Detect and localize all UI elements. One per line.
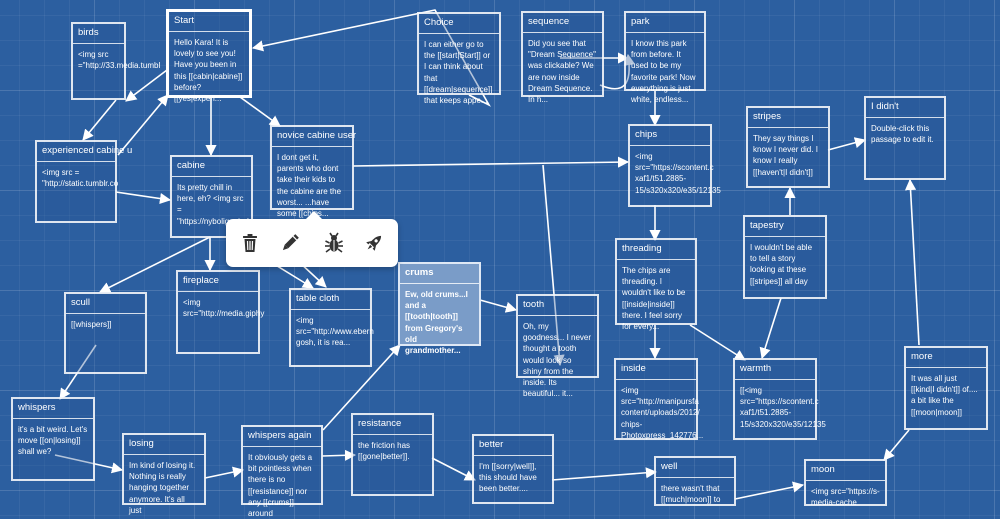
- passage-excerpt: [[<img src="https://scontent.c xaf1/t51.…: [735, 380, 815, 430]
- passage-excerpt: [[whispers]]: [66, 314, 145, 330]
- passage-excerpt: Double-click this passage to edit it.: [866, 118, 944, 145]
- passage-card-sequence[interactable]: sequence Did you see that "Dream Sequenc…: [521, 11, 604, 97]
- passage-excerpt: It was all just [[kind|I didn't]] of....…: [906, 368, 986, 418]
- passage-excerpt: there wasn't that [[much|moon]] to: [656, 478, 734, 505]
- passage-title: warmth: [735, 360, 815, 380]
- passage-title: I didn't: [866, 98, 944, 118]
- passage-title: table cloth: [291, 290, 370, 310]
- passage-excerpt: <img src="http://www.ebern gosh, it is r…: [291, 310, 370, 349]
- passage-title: threading: [617, 240, 695, 260]
- passage-excerpt: <img src ="http://33.media.tumbl: [73, 44, 124, 71]
- passage-excerpt: They say things I know I never did. I kn…: [748, 128, 828, 178]
- passage-title: losing: [124, 435, 204, 455]
- passage-card-inside[interactable]: inside <img src="http://manipursfa conte…: [614, 358, 698, 440]
- passage-card-park[interactable]: park I know this park from before. It us…: [624, 11, 706, 91]
- passage-title: experienced cabine u: [37, 142, 115, 162]
- passage-card-better[interactable]: better I'm [[sorry|well]], this should h…: [472, 434, 554, 504]
- passage-title: more: [906, 348, 986, 368]
- passage-excerpt: the friction has [[gone|better]].: [353, 435, 432, 462]
- passage-card-more[interactable]: more It was all just [[kind|I didn't]] o…: [904, 346, 988, 430]
- passage-excerpt: I wouldn't be able to tell a story looki…: [745, 237, 825, 287]
- passage-title: fireplace: [178, 272, 258, 292]
- passage-card-experienced-cabine-user[interactable]: experienced cabine u <img src = "http://…: [35, 140, 117, 223]
- passage-card-tooth[interactable]: tooth Oh, my goodness... I never thought…: [516, 294, 599, 378]
- passage-excerpt: Oh, my goodness... I never thought a too…: [518, 316, 597, 399]
- passage-excerpt: <img src = "http://static.tumblr.co: [37, 162, 115, 189]
- passage-excerpt: <img src="https://scontent.c xaf1/t51.28…: [630, 146, 710, 196]
- passage-title: well: [656, 458, 734, 478]
- passage-card-choice[interactable]: Choice I can either go to the [[start|St…: [417, 12, 501, 95]
- passage-card-crums[interactable]: crums Ew, old crums...I and a [[tooth|to…: [398, 262, 481, 346]
- passage-title: whispers again: [243, 427, 321, 447]
- passage-title: park: [626, 13, 704, 33]
- passage-card-threading[interactable]: threading The chips are threading. I wou…: [615, 238, 697, 325]
- passage-excerpt: I'm [[sorry|well]], this should have bee…: [474, 456, 552, 495]
- passage-title: moon: [806, 461, 885, 481]
- passage-title: better: [474, 436, 552, 456]
- passage-excerpt: I dont get it, parents who dont take the…: [272, 147, 352, 219]
- passage-title: tapestry: [745, 217, 825, 237]
- passage-card-moon[interactable]: moon <img src="https://s-media-cache: [804, 459, 887, 506]
- passage-card-birds[interactable]: birds <img src ="http://33.media.tumbl: [71, 22, 126, 100]
- passage-excerpt: Hello Kara! It is lovely to see you! Hav…: [169, 32, 249, 104]
- passage-excerpt: I can either go to the [[start|Start]] o…: [419, 34, 499, 106]
- passage-card-tapestry[interactable]: tapestry I wouldn't be able to tell a st…: [743, 215, 827, 299]
- passage-card-stripes[interactable]: stripes They say things I know I never d…: [746, 106, 830, 188]
- passage-card-i-didnt[interactable]: I didn't Double-click this passage to ed…: [864, 96, 946, 180]
- passage-card-resistance[interactable]: resistance the friction has [[gone|bette…: [351, 413, 434, 496]
- passage-excerpt: Ew, old crums...I and a [[tooth|tooth]] …: [400, 284, 479, 356]
- passage-title: cabine: [172, 157, 251, 177]
- passage-card-well[interactable]: well there wasn't that [[much|moon]] to: [654, 456, 736, 506]
- passage-card-warmth[interactable]: warmth [[<img src="https://scontent.c xa…: [733, 358, 817, 440]
- passage-card-table-cloth[interactable]: table cloth <img src="http://www.ebern g…: [289, 288, 372, 367]
- passage-title: crums: [400, 264, 479, 284]
- passage-excerpt: <img src="http://media.giphy: [178, 292, 258, 319]
- passage-title: Choice: [419, 14, 499, 34]
- passage-title: scull: [66, 294, 145, 314]
- passage-title: birds: [73, 24, 124, 44]
- passage-title: stripes: [748, 108, 828, 128]
- passage-excerpt: it's a bit weird. Let's move [[on|losing…: [13, 419, 93, 458]
- passage-excerpt: Did you see that "Dream Sequence" was cl…: [523, 33, 602, 105]
- passage-title: inside: [616, 360, 696, 380]
- passage-card-losing[interactable]: losing Im kind of losing it. Nothing is …: [122, 433, 206, 505]
- rocket-icon[interactable]: [362, 231, 386, 255]
- passage-excerpt: It obviously gets a bit pointless when t…: [243, 447, 321, 519]
- passage-title: resistance: [353, 415, 432, 435]
- passage-excerpt: <img src="http://manipursfa content/uplo…: [616, 380, 696, 441]
- passage-title: sequence: [523, 13, 602, 33]
- passage-card-whispers[interactable]: whispers it's a bit weird. Let's move [[…: [11, 397, 95, 481]
- passage-card-scull[interactable]: scull [[whispers]]: [64, 292, 147, 374]
- passage-excerpt: The chips are threading. I wouldn't like…: [617, 260, 695, 332]
- trash-icon[interactable]: [238, 231, 262, 255]
- passage-title: novice cabine user: [272, 127, 352, 147]
- passage-card-chips[interactable]: chips <img src="https://scontent.c xaf1/…: [628, 124, 712, 207]
- passage-toolbar: [226, 219, 398, 267]
- passage-card-novice-cabine-user[interactable]: novice cabine user I dont get it, parent…: [270, 125, 354, 210]
- pencil-icon[interactable]: [278, 231, 302, 255]
- passage-excerpt: I know this park from before. It used to…: [626, 33, 704, 105]
- passage-title: whispers: [13, 399, 93, 419]
- passage-card-whispers-again[interactable]: whispers again It obviously gets a bit p…: [241, 425, 323, 505]
- passage-title: Start: [169, 12, 249, 32]
- passage-card-start[interactable]: Start Hello Kara! It is lovely to see yo…: [166, 9, 252, 98]
- passage-excerpt: Im kind of losing it. Nothing is really …: [124, 455, 204, 516]
- passage-excerpt: <img src="https://s-media-cache: [806, 481, 885, 508]
- bug-icon[interactable]: [322, 231, 346, 255]
- passage-card-fireplace[interactable]: fireplace <img src="http://media.giphy: [176, 270, 260, 354]
- passage-title: tooth: [518, 296, 597, 316]
- passage-title: chips: [630, 126, 710, 146]
